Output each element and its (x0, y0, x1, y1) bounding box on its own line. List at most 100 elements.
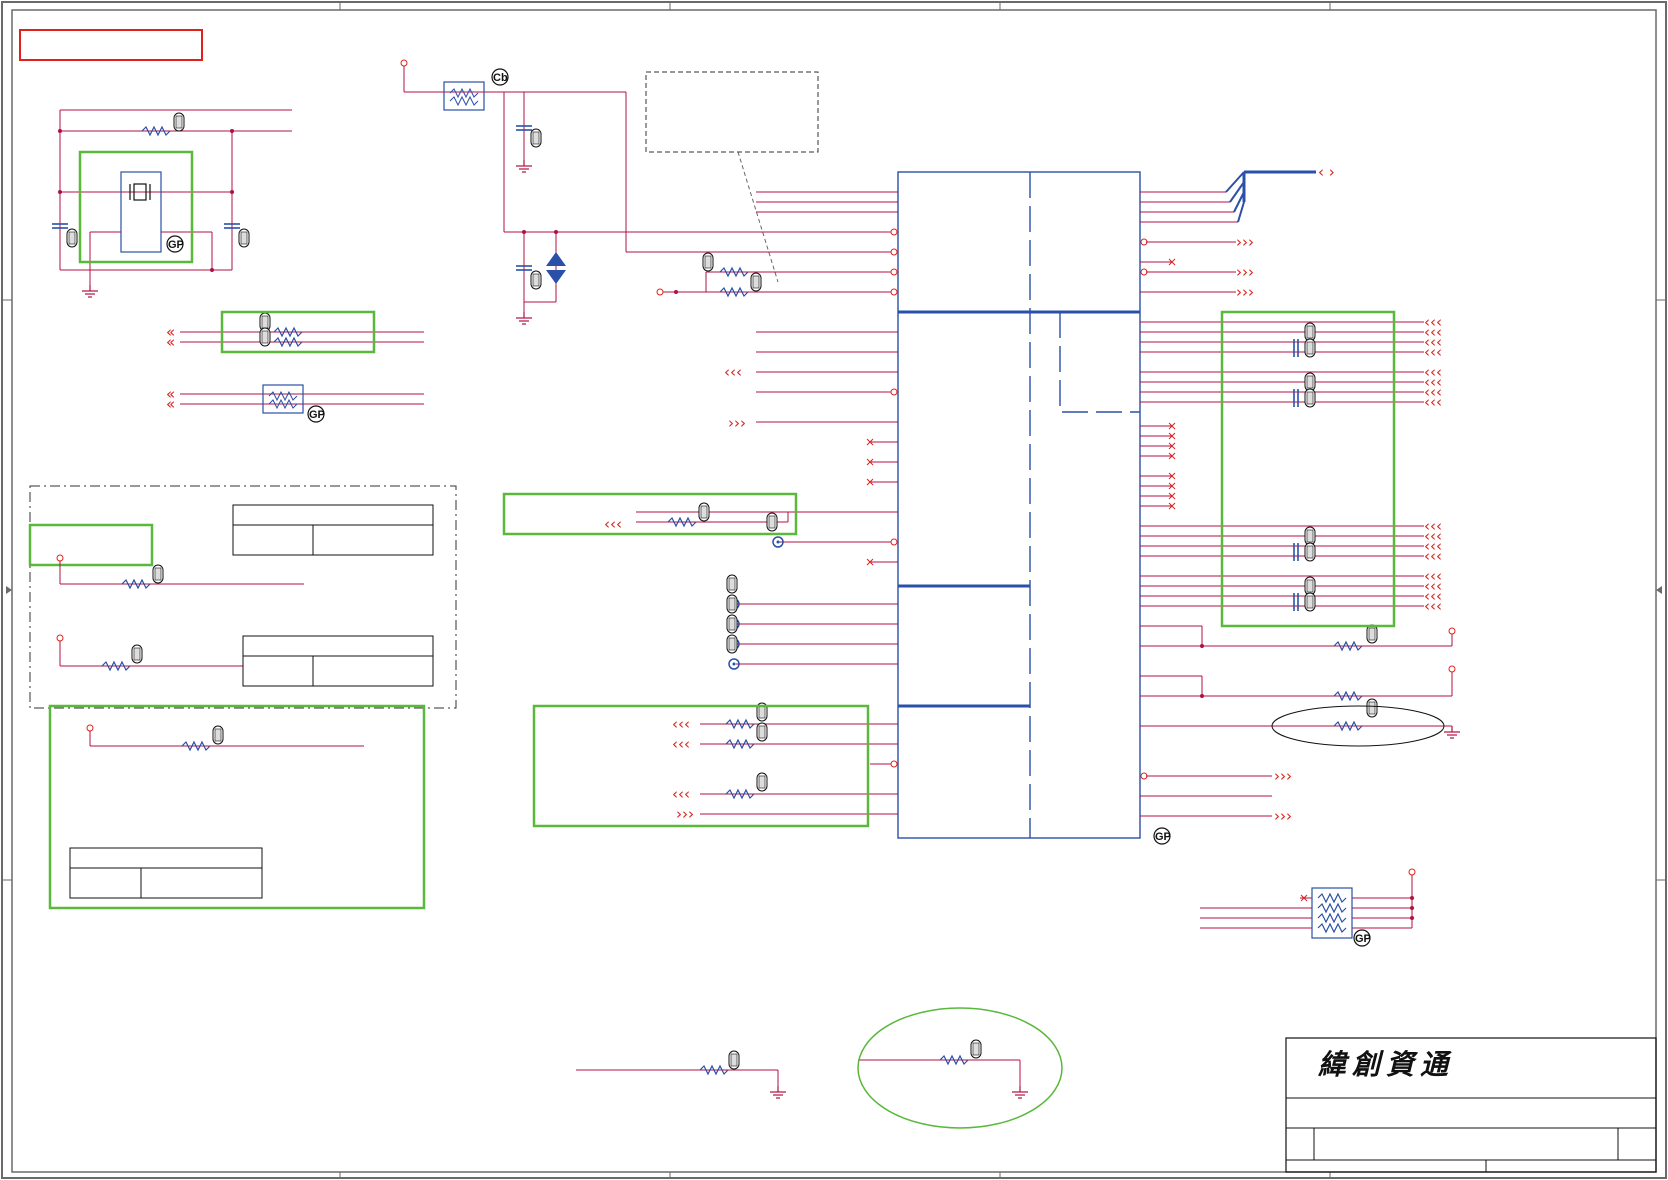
component-marker-icon (1304, 372, 1316, 392)
svg-text:GP: GP (168, 239, 184, 251)
svg-text:‹‹‹: ‹‹‹ (1424, 587, 1442, 605)
off-page-connector-icon: ››› (1274, 767, 1292, 785)
svg-text:‹‹‹: ‹‹‹ (1424, 537, 1442, 555)
bead-pair: « « GP (166, 384, 424, 423)
ic-left-pins: ‹‹‹ ››› ‹‹‹ ‹‹‹ (604, 191, 898, 823)
ferrite-bead-icon (262, 384, 304, 414)
component-marker-icon (750, 272, 762, 292)
component-marker-icon (530, 270, 542, 290)
component-marker-icon (1304, 338, 1316, 358)
power-input-filter: Cb (400, 59, 896, 325)
off-page-connector-icon: ››› (676, 805, 694, 823)
svg-text:‹‹‹: ‹‹‹ (1424, 597, 1442, 615)
ferrite-bead-icon (443, 81, 485, 111)
component-marker-icon (1304, 526, 1316, 546)
svg-text:‹‹‹: ‹‹‹ (1424, 393, 1442, 411)
component-marker-icon (1366, 624, 1378, 644)
off-page-connector-icon: ››› (1274, 807, 1292, 825)
ground-icon (769, 1085, 787, 1099)
component-marker-icon (1304, 388, 1316, 408)
component-marker-icon (1304, 576, 1316, 596)
component-marker-icon (173, 112, 185, 132)
highlight-box-audio (532, 704, 870, 828)
svg-text:Cb: Cb (493, 72, 508, 84)
off-page-connector-icon: ››› (1236, 283, 1254, 301)
ground-icon (1443, 725, 1461, 739)
title-block: 緯創資通 (1285, 1037, 1657, 1173)
crystal-icon (120, 171, 162, 253)
option-strap-a (56, 554, 304, 589)
component-marker-icon (530, 128, 542, 148)
red-title-box (19, 29, 203, 61)
off-page-connector-icon: « (166, 385, 175, 403)
clock-out-pair: « « (166, 312, 424, 351)
svg-text:‹‹‹: ‹‹‹ (1424, 547, 1442, 565)
off-page-connector-icon: « (166, 395, 175, 413)
highlight-box-pcie (1220, 310, 1396, 628)
component-marker-icon (1304, 322, 1316, 342)
option-table-a (232, 504, 434, 556)
svg-text:‹‹‹: ‹‹‹ (1424, 383, 1442, 401)
component-marker-icon (1304, 542, 1316, 562)
option-strap-b (56, 634, 243, 671)
off-page-connector-icon: ››› (1236, 263, 1254, 281)
gp-badge: GP (1353, 929, 1371, 947)
component-marker-icon (726, 574, 738, 594)
svg-text:GP: GP (1155, 831, 1171, 843)
component-marker-icon (766, 512, 778, 532)
svg-text:GP: GP (309, 409, 325, 421)
gp-badge: GP (1153, 827, 1171, 845)
pin-resistors-top (656, 252, 896, 297)
cb-badge: Cb (491, 68, 509, 86)
svg-text:‹‹‹: ‹‹‹ (1424, 373, 1442, 391)
component-marker-icon (698, 502, 710, 522)
highlight-box-rst (502, 492, 798, 536)
off-page-connector-icon: « (166, 323, 175, 341)
highlight-box-clk (220, 310, 376, 354)
component-marker-icon (726, 594, 738, 614)
resistor-pack: GP (1200, 868, 1416, 947)
off-page-connector-icon: ‹‹‹ (604, 515, 622, 533)
esd-diode-icon (546, 252, 566, 266)
component-marker-icon (970, 1039, 982, 1059)
component-marker-icon (152, 564, 164, 584)
bottom-pulldown-b (858, 1039, 1029, 1099)
dashed-option-region (29, 485, 457, 709)
off-page-connector-icon: ‹‹‹ (672, 785, 690, 803)
svg-text:‹‹‹: ‹‹‹ (1424, 567, 1442, 585)
component-marker-icon (238, 228, 250, 248)
option-table-b (242, 635, 434, 687)
component-marker-icon (728, 1050, 740, 1070)
component-marker-icon (756, 722, 768, 742)
component-marker-icon (66, 228, 78, 248)
gp-badge: GP (166, 235, 184, 253)
crystal-circuit: GP (51, 109, 292, 298)
off-page-connector-icon: ››› (728, 414, 746, 432)
svg-text:‹‹‹: ‹‹‹ (1424, 517, 1442, 535)
component-marker-icon (1304, 592, 1316, 612)
ground-icon (515, 159, 533, 173)
option-strap-c (86, 724, 364, 751)
svg-text:‹‹‹: ‹‹‹ (1424, 363, 1442, 381)
svg-text:GP: GP (1355, 933, 1371, 945)
highlight-box-option (28, 523, 154, 567)
company-logo: 緯創資通 (1317, 1048, 1454, 1081)
note-box (645, 71, 819, 153)
highlight-box-crystal (78, 150, 194, 264)
off-page-connector-icon: ‹‹‹ (672, 715, 690, 733)
component-marker-icon (756, 772, 768, 792)
svg-text:‹‹‹: ‹‹‹ (1424, 527, 1442, 545)
option-table-c (69, 847, 263, 899)
component-marker-icon (212, 725, 224, 745)
component-marker-icon (1366, 698, 1378, 718)
main-ic: GP (897, 171, 1171, 845)
off-page-connector-icon: ‹‹‹ (672, 735, 690, 753)
svg-text:‹‹‹: ‹‹‹ (1424, 333, 1442, 351)
gp-badge: GP (307, 405, 325, 423)
highlight-ellipse-pd (1271, 705, 1445, 747)
svg-text:‹‹‹: ‹‹‹ (1424, 323, 1442, 341)
svg-text:‹‹‹: ‹‹‹ (1424, 343, 1442, 361)
ground-icon (1011, 1085, 1029, 1099)
